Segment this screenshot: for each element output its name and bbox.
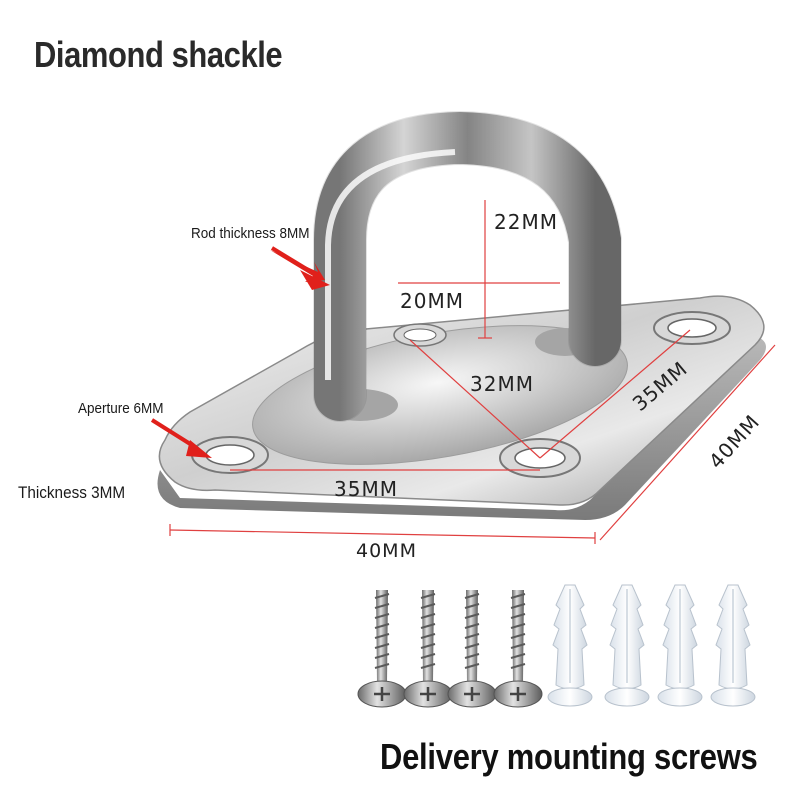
thickness-label: Thickness 3MM <box>18 483 126 502</box>
arch-height-label: 22MM <box>494 210 558 234</box>
screws <box>357 590 543 708</box>
center-span-label: 32MM <box>470 372 534 396</box>
side-length-label: 40MM <box>704 410 765 474</box>
mounting-holes <box>191 311 731 478</box>
dimension-lines <box>169 200 776 544</box>
callout-arrows <box>150 246 330 458</box>
bottom-length-label: 40MM <box>356 540 417 562</box>
hole-spacing-bottom-label: 35MM <box>334 477 398 501</box>
wall-anchors <box>547 584 756 707</box>
accessories-caption: Delivery mounting screws <box>380 736 758 777</box>
rod-thickness-label: Rod thickness 8MM <box>191 225 310 242</box>
page-title: Diamond shackle <box>34 34 283 75</box>
aperture-label: Aperture 6MM <box>78 400 164 417</box>
arch-inner-width-label: 20MM <box>400 289 464 313</box>
